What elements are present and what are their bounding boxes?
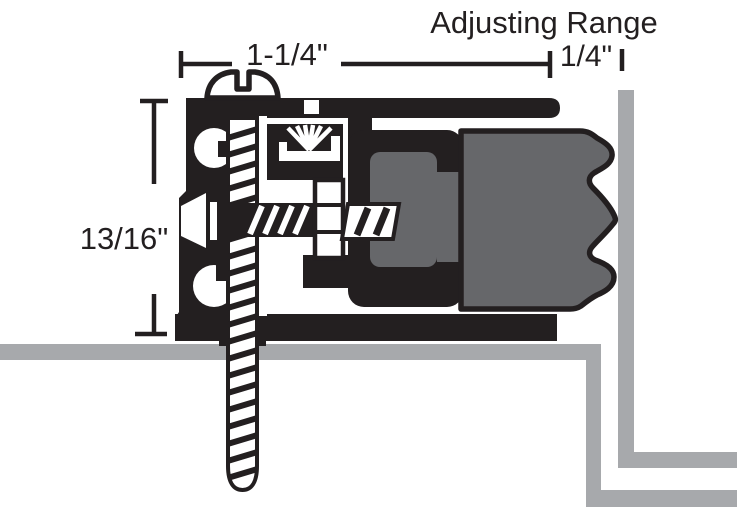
- countersink-slot: [210, 202, 217, 240]
- spring-rays: [286, 124, 333, 152]
- screw-foot-block: [303, 255, 348, 288]
- clip-roll-bottom-bite: [216, 265, 229, 281]
- thread-tick-right: [257, 340, 266, 346]
- thread-bands-end: [353, 206, 391, 237]
- thread-tick-left: [219, 340, 228, 346]
- hex-nut-side-icon: [312, 177, 346, 261]
- bulb-seal: [458, 128, 619, 312]
- door-jamb-profile: [618, 90, 737, 468]
- housing-top-bar: [186, 98, 560, 118]
- slotted-screw-head-icon: [204, 69, 281, 101]
- height-dim-label: 13/16": [80, 221, 169, 256]
- frame-profiles: [0, 90, 737, 507]
- adjusting-screw: [217, 177, 402, 261]
- clip-roll-top: [194, 128, 234, 168]
- dimensions: Adjusting Range 1-1/4" 1/4" 13/16": [80, 5, 658, 337]
- fan-spring-icon: [279, 124, 340, 161]
- thread-hatch-vertical: [228, 124, 257, 483]
- adjusting-range-label: Adjusting Range: [430, 5, 658, 40]
- spring-seat: [279, 136, 340, 161]
- range-dim-label: 1/4": [560, 40, 612, 73]
- width-dim-label: 1-1/4": [246, 37, 328, 72]
- thread-slots-horizontal: [247, 205, 310, 235]
- hex-nut-facet-lines: [315, 203, 343, 234]
- top-bar-notch: [304, 100, 319, 114]
- countersink-notch: [181, 193, 206, 248]
- threshold-profile: [0, 344, 737, 507]
